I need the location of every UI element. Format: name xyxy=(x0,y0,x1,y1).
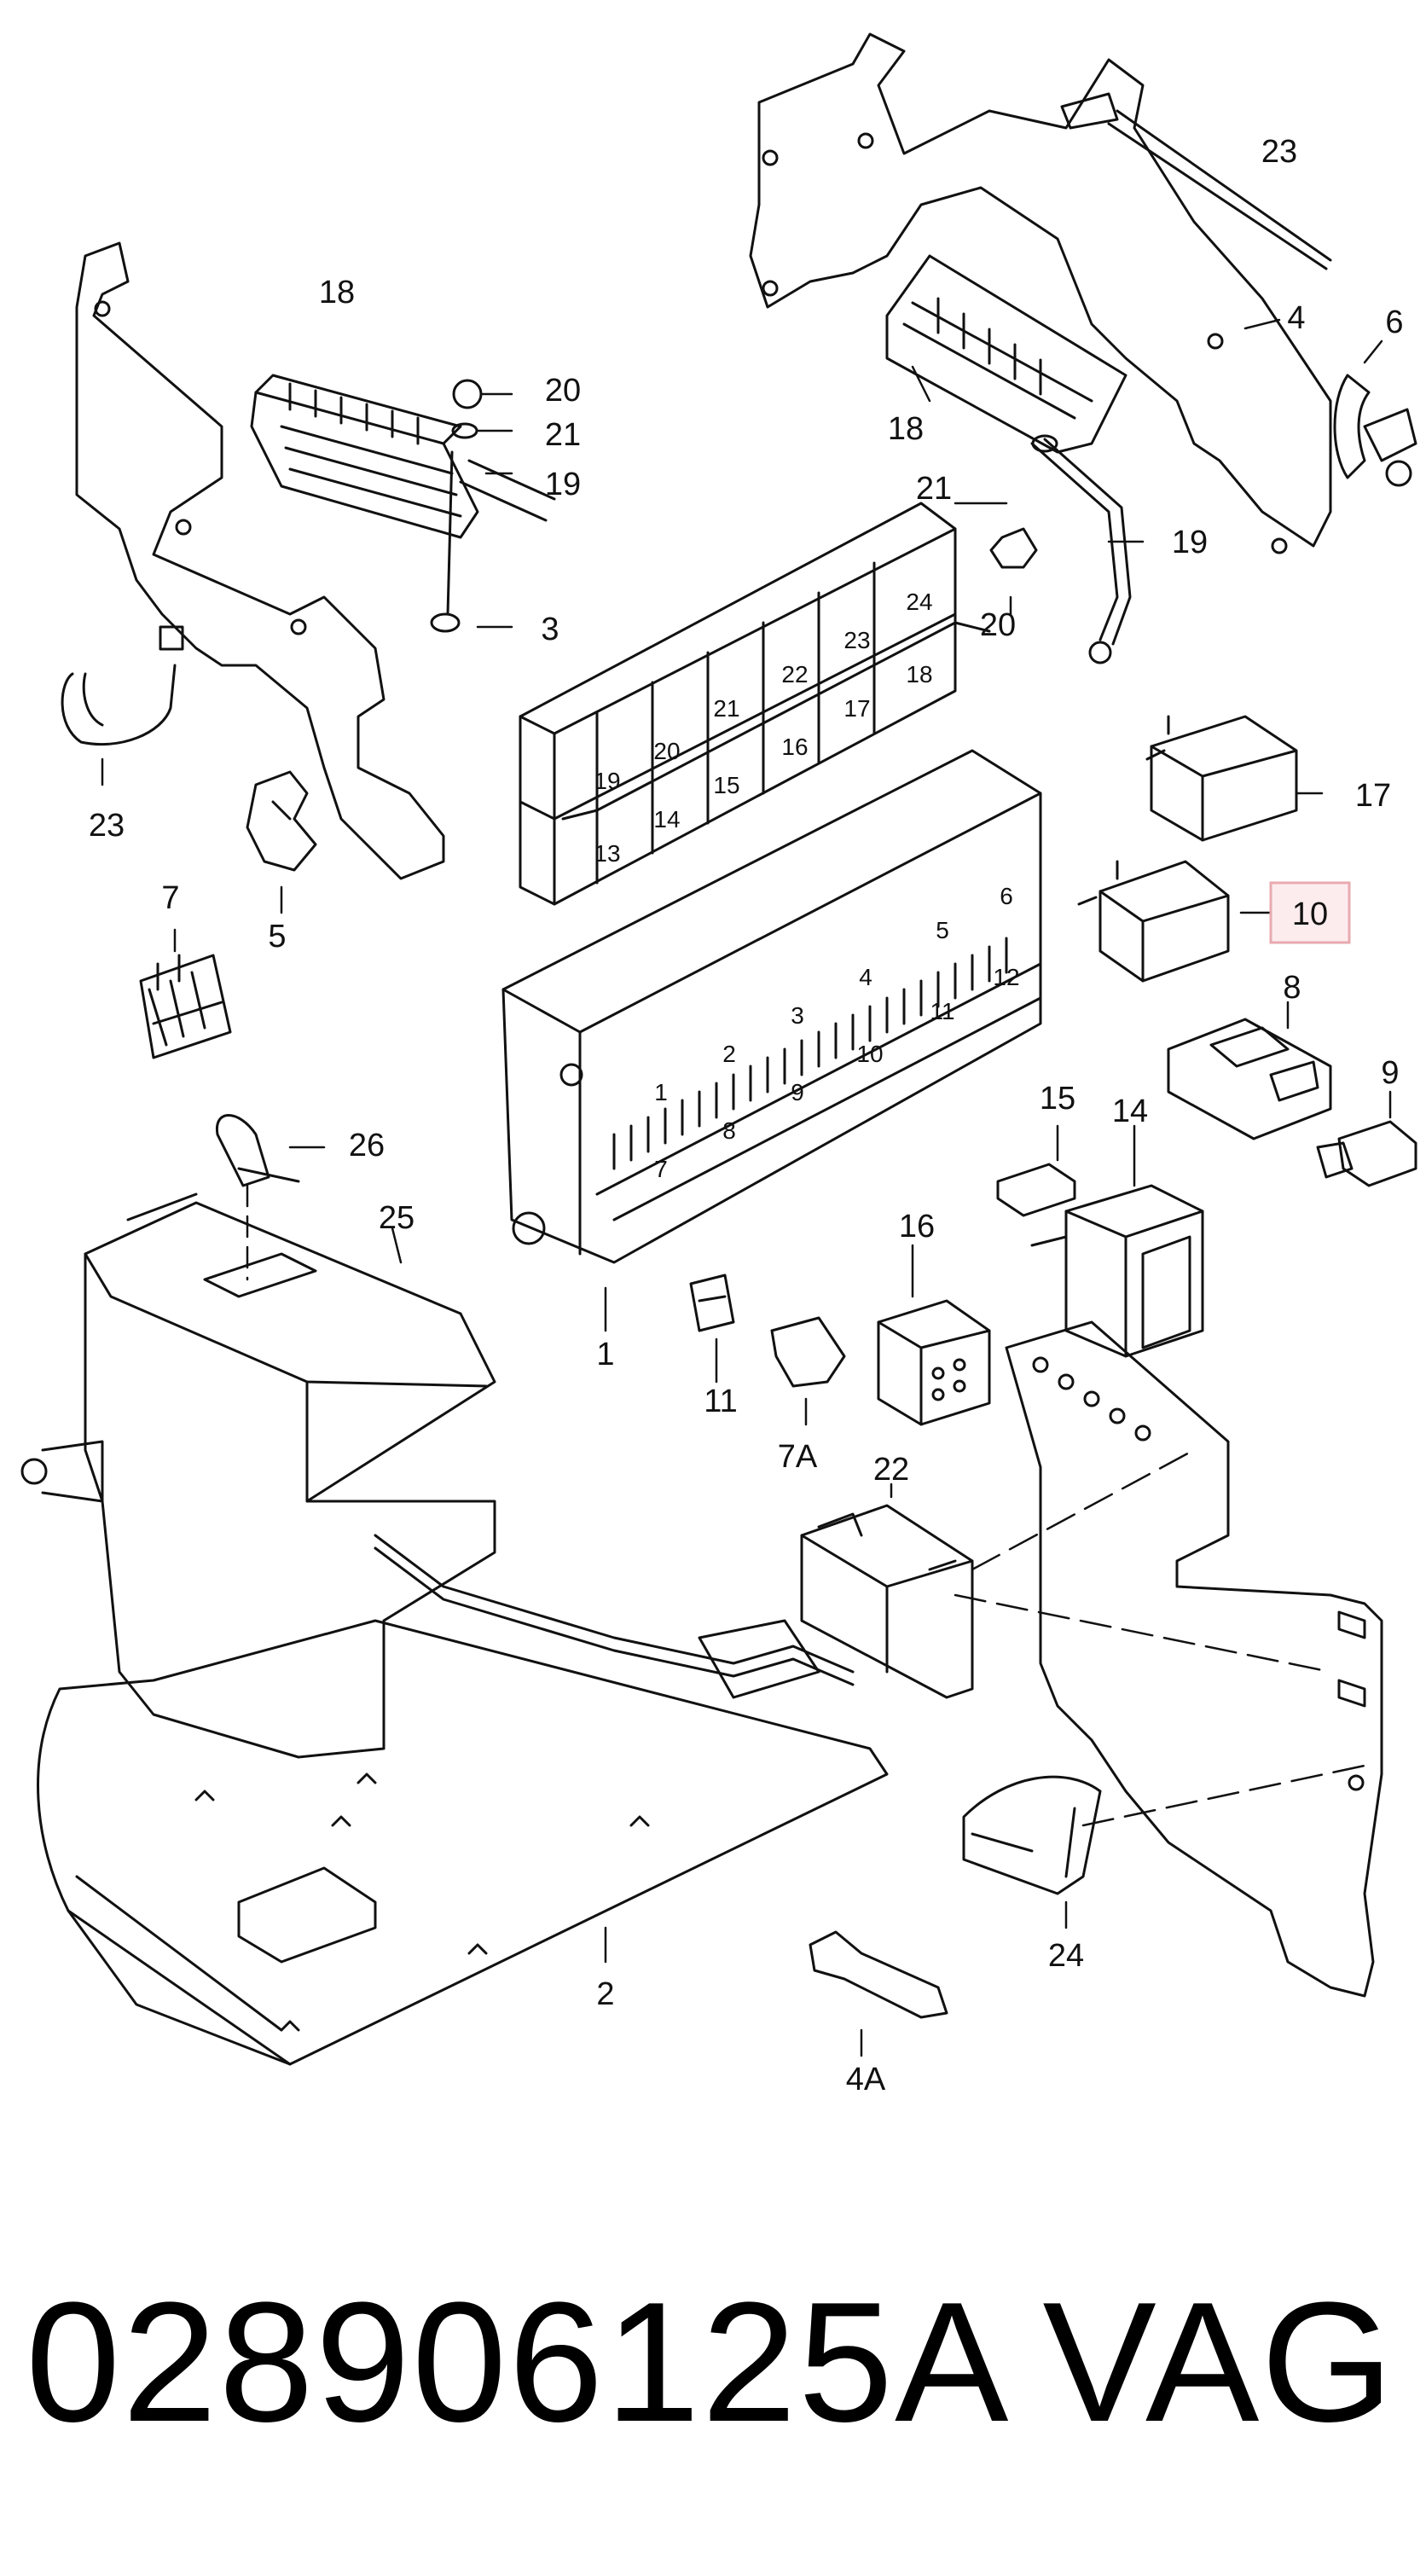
slot-label: 21 xyxy=(713,695,739,722)
callout-2: 2 xyxy=(596,1976,614,2012)
relay-17 xyxy=(1145,715,1298,842)
relay-slot-labels-right: 1 2 3 4 5 6 7 8 9 10 11 12 xyxy=(654,883,1019,1182)
callout-4A: 4A xyxy=(846,2062,886,2097)
slot-label: 19 xyxy=(594,768,620,794)
callout-19-left: 19 xyxy=(545,467,581,502)
slot-label: 24 xyxy=(906,589,932,615)
callout-21-left: 21 xyxy=(545,417,581,453)
relay-slot-labels-left: 19 20 21 22 23 24 13 14 15 16 17 18 xyxy=(594,589,932,867)
bracket-right xyxy=(749,32,1332,554)
slot-label: 20 xyxy=(653,738,680,764)
callout-8: 8 xyxy=(1283,970,1301,1006)
bracket-lower-right xyxy=(1005,1320,1383,1998)
brand-label: VAG xyxy=(1042,2267,1395,2457)
callout-22: 22 xyxy=(873,1452,909,1488)
relay-socket-16 xyxy=(877,1299,991,1426)
highlight-box xyxy=(1269,881,1351,944)
relay-connector-18-left xyxy=(250,374,479,539)
slot-label: 18 xyxy=(906,661,932,688)
slot-label: 16 xyxy=(781,734,808,760)
callout-7: 7 xyxy=(161,880,179,916)
slot-label: 1 xyxy=(654,1079,668,1105)
slot-label: 5 xyxy=(936,917,949,943)
slot-label: 11 xyxy=(930,998,954,1024)
holder-6 xyxy=(1333,374,1417,487)
part-number: 028906125A xyxy=(26,2267,1011,2457)
slot-label: 10 xyxy=(856,1041,883,1067)
callout-7-alt: 11 xyxy=(704,1384,737,1419)
callout-17: 17 xyxy=(1355,778,1391,814)
clip-5 xyxy=(246,770,317,872)
callout-4: 4 xyxy=(1287,300,1305,336)
callout-20-left: 20 xyxy=(545,373,581,409)
slot-label: 23 xyxy=(843,627,870,653)
callout-11: 10 xyxy=(1292,896,1328,932)
callout-24: 24 xyxy=(1048,1938,1084,1974)
callout-23-right: 23 xyxy=(1261,134,1297,170)
callout-6: 6 xyxy=(1385,305,1403,340)
callout-21-right: 21 xyxy=(916,471,952,507)
slot-label: 17 xyxy=(843,695,870,722)
slot-label: 7 xyxy=(654,1156,668,1182)
callout-16: 16 xyxy=(899,1209,935,1244)
clip-7A xyxy=(770,1316,846,1388)
parts-exploded-diagram: 19 20 21 22 23 24 13 14 15 16 17 18 1 2 … xyxy=(20,32,1417,2097)
callout-14: 14 xyxy=(1112,1094,1148,1129)
callout-23-left: 23 xyxy=(89,808,125,844)
leader-lines xyxy=(101,318,1392,2057)
ground-strap-19-right xyxy=(989,434,1132,664)
connector-7 xyxy=(139,954,232,1059)
slot-label: 6 xyxy=(1000,883,1013,909)
connector-14 xyxy=(1030,1184,1204,1358)
slot-label: 13 xyxy=(594,840,620,867)
cable-tie-23 xyxy=(1060,92,1332,270)
callout-20-right: 20 xyxy=(980,607,1016,643)
slot-label: 4 xyxy=(859,964,872,990)
bracket-left xyxy=(75,241,445,880)
clip-26 xyxy=(216,1114,300,1187)
slot-label: 12 xyxy=(993,964,1019,990)
cover-25 xyxy=(20,1192,496,1759)
relay-11 xyxy=(1077,860,1230,983)
fuse-box-22 xyxy=(800,1504,974,1699)
slot-label: 9 xyxy=(791,1079,804,1105)
connector-15 xyxy=(996,1163,1076,1217)
slot-label: 8 xyxy=(722,1117,736,1144)
clip-10 xyxy=(689,1273,735,1332)
relay-stack-left xyxy=(519,502,957,906)
callout-25: 25 xyxy=(379,1200,414,1236)
slot-label: 3 xyxy=(791,1002,804,1029)
clip-4A xyxy=(809,1930,948,2019)
slot-label: 22 xyxy=(781,661,808,688)
clip-24 xyxy=(962,1775,1102,1895)
slot-label: 14 xyxy=(653,806,680,833)
clamp-23-left xyxy=(61,625,184,746)
callout-19-right: 19 xyxy=(1172,525,1208,560)
slot-label: 2 xyxy=(722,1041,736,1067)
fuse-holder-9 xyxy=(1316,1120,1417,1187)
relay-plate-main xyxy=(501,621,1042,1264)
callout-26: 26 xyxy=(349,1128,385,1163)
callout-9: 9 xyxy=(1381,1055,1399,1091)
wiring-harness xyxy=(374,1534,855,1699)
stud-and-nut-left xyxy=(430,379,556,633)
part-number-banner: 028906125A VAG xyxy=(0,2235,1426,2491)
slot-label: 15 xyxy=(713,772,739,798)
callout-labels: 1 2 3 4 4A 5 6 7 7A 8 9 10 11 14 15 16 1… xyxy=(89,134,1404,2097)
tray-2 xyxy=(37,1619,889,2066)
callout-1: 1 xyxy=(596,1337,614,1372)
relay-holder-8 xyxy=(1167,1018,1332,1140)
relay-connector-18-right xyxy=(885,254,1127,454)
callout-18-left: 18 xyxy=(319,275,355,310)
callout-15: 15 xyxy=(1040,1081,1075,1117)
callout-5: 5 xyxy=(268,919,286,954)
callout-7A: 7A xyxy=(778,1439,818,1475)
callout-3: 3 xyxy=(541,612,559,647)
callout-18-right: 18 xyxy=(888,411,924,447)
